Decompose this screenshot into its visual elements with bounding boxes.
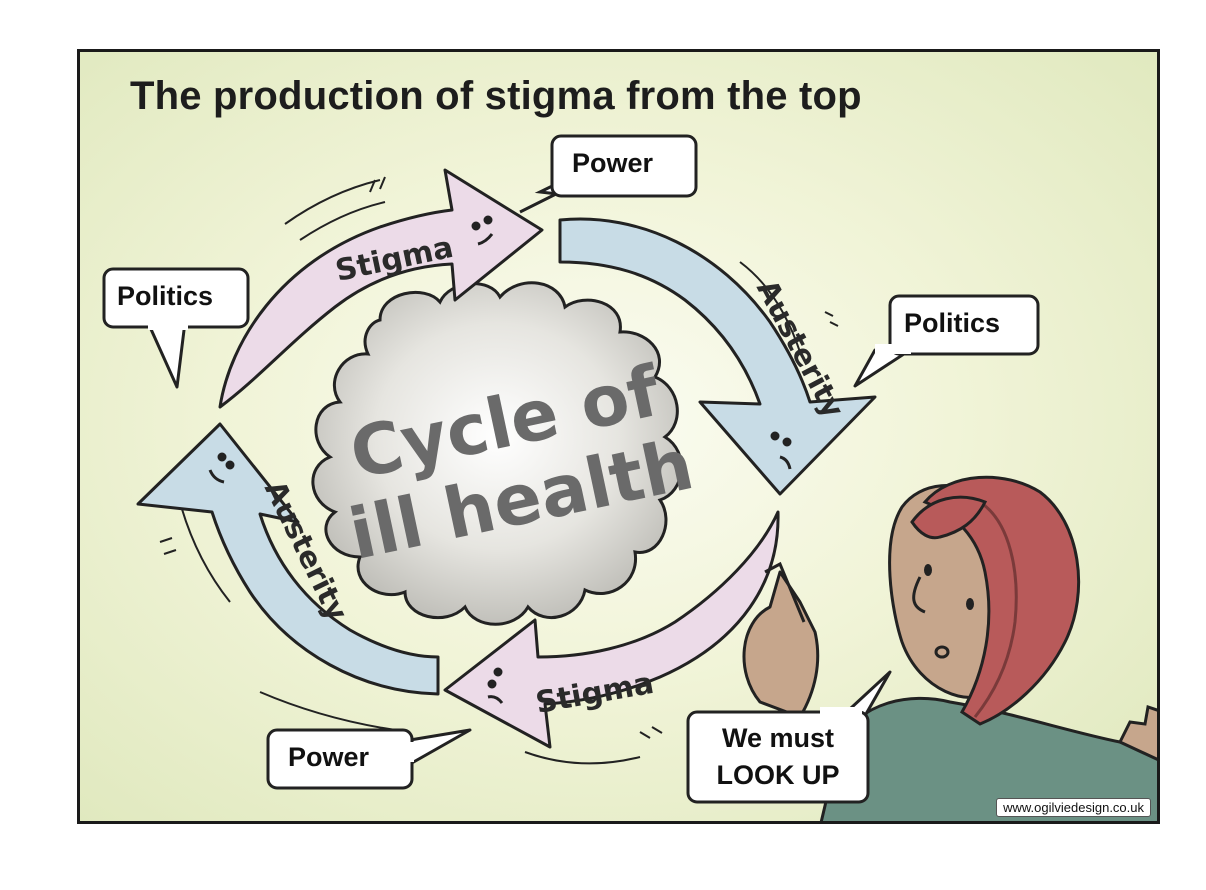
look-up-line2: LOOK UP bbox=[716, 760, 839, 790]
bubble-look-up: We must LOOK UP bbox=[686, 670, 892, 804]
power-bottom-label: Power bbox=[288, 742, 370, 772]
page-title: The production of stigma from the top bbox=[130, 74, 862, 118]
sad-face-icon bbox=[770, 431, 792, 470]
sad-face-icon bbox=[208, 452, 235, 484]
power-top-label: Power bbox=[572, 148, 654, 178]
bubble-power-bottom: Power bbox=[266, 728, 472, 790]
cartoon-artwork: Stigma Austerity Stigma bbox=[102, 134, 1157, 821]
sad-face-icon bbox=[471, 215, 494, 246]
credit-link[interactable]: www.ogilviedesign.co.uk bbox=[996, 798, 1151, 817]
sad-face-icon bbox=[487, 667, 504, 704]
politics-left-label: Politics bbox=[117, 281, 213, 311]
woman-character bbox=[742, 475, 1157, 821]
politics-right-label: Politics bbox=[904, 308, 1000, 338]
bubble-politics-right: Politics bbox=[853, 294, 1040, 388]
look-up-line1: We must bbox=[722, 723, 834, 753]
bubble-politics-left: Politics bbox=[102, 267, 250, 389]
bubble-power-top: Power bbox=[519, 134, 698, 214]
cartoon-panel: Stigma Austerity Stigma bbox=[77, 49, 1160, 824]
ill-health-cloud bbox=[311, 281, 683, 626]
